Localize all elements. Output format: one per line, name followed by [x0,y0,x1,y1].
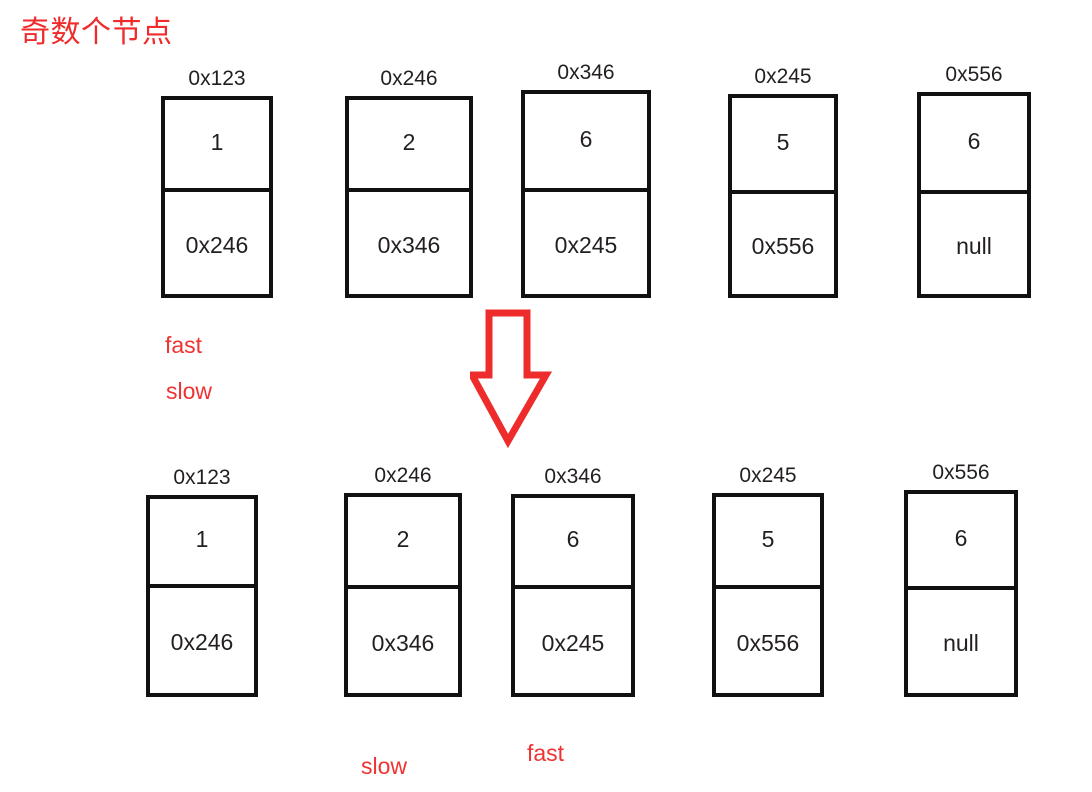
node-box [904,490,1018,697]
node-address-label: 0x346 [557,61,615,84]
node-0x246-after[interactable]: 0x246 2 0x346 [344,464,462,697]
node-next-pointer: 0x556 [728,190,838,298]
node-address-label: 0x556 [932,461,990,484]
node-0x346-after[interactable]: 0x346 6 0x245 [511,465,635,697]
node-next-pointer: null [917,190,1031,298]
node-value: 6 [967,127,981,154]
node-address-label: 0x246 [380,67,438,90]
node-box [146,495,258,697]
node-0x556-after[interactable]: 0x556 6 null [904,461,1018,697]
node-address-label: 0x123 [188,67,246,90]
node-0x346-before[interactable]: 0x346 6 0x245 [521,61,651,298]
node-next-pointer: 0x346 [344,585,462,697]
node-next-pointer: 0x246 [161,188,273,298]
node-value: 6 [954,524,968,551]
node-next-pointer: null [904,586,1018,697]
node-address-label: 0x245 [739,464,797,487]
node-box [917,92,1031,298]
node-value: 5 [761,525,775,552]
pointer-label-fast-after: fast [527,740,565,766]
node-value: 2 [402,128,416,155]
node-address-label: 0x245 [754,65,812,88]
node-0x123-before[interactable]: 0x123 1 0x246 [161,67,273,298]
pointer-label-slow-before: slow [166,378,213,404]
node-next-pointer: 0x245 [521,188,651,298]
node-value: 6 [566,526,580,552]
node-next-pointer: 0x346 [345,188,473,298]
node-value: 5 [776,128,790,155]
node-address-label: 0x556 [945,63,1003,86]
node-value: 1 [195,526,209,552]
node-value: 2 [396,525,410,552]
node-value: 1 [210,128,224,155]
node-box [511,494,635,697]
node-box [728,94,838,298]
node-box [344,493,462,697]
page-title: 奇数个节点 [20,16,173,49]
node-0x556-before[interactable]: 0x556 6 null [917,63,1031,298]
pointer-label-slow-after: slow [361,753,408,779]
node-next-pointer: 0x556 [712,585,824,697]
node-box [161,96,273,298]
node-address-label: 0x123 [173,466,231,489]
node-0x245-after[interactable]: 0x245 5 0x556 [712,464,824,697]
node-0x246-before[interactable]: 0x246 2 0x346 [345,67,473,298]
node-box [521,90,651,298]
node-box [712,493,824,697]
node-0x245-before[interactable]: 0x245 5 0x556 [728,65,838,298]
node-next-pointer: 0x246 [146,584,258,697]
node-address-label: 0x346 [544,465,602,488]
node-address-label: 0x246 [374,464,432,487]
pointer-label-fast-before: fast [165,332,203,358]
node-value: 6 [579,125,593,152]
node-0x123-after[interactable]: 0x123 1 0x246 [146,466,258,697]
node-box [345,96,473,298]
node-next-pointer: 0x245 [511,585,635,697]
down-arrow-icon [466,308,556,449]
